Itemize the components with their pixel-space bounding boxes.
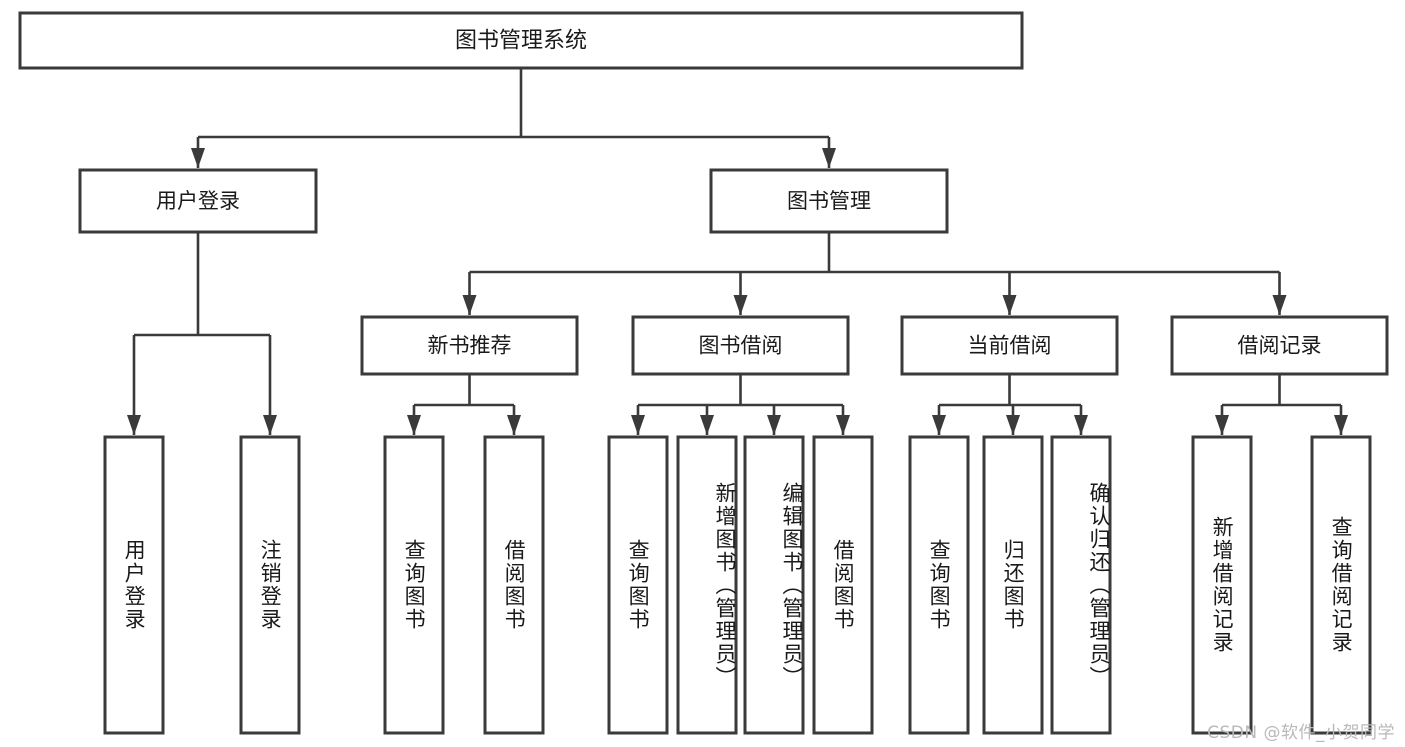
node-book-manage-box[interactable] [709, 168, 949, 234]
arrow-leaf-add-record [1215, 415, 1229, 435]
node-user-login-box[interactable] [78, 168, 318, 234]
arrow-leaf-borrow-book-bor [836, 415, 850, 435]
arrow-leaf-user-login [127, 415, 141, 435]
node-leaf-logout-box[interactable] [239, 435, 301, 735]
arrow-book-borrow [733, 295, 748, 315]
node-current-borrow-label: 当前借阅 [968, 334, 1052, 358]
node-leaf-edit-book-box[interactable] [743, 435, 805, 735]
node-leaf-add-book-box[interactable] [676, 435, 738, 735]
node-book-borrow-box[interactable] [631, 315, 850, 376]
node-leaf-user-login-box[interactable] [103, 435, 165, 735]
node-book-manage-label: 图书管理 [787, 189, 871, 213]
node-leaf-borrow-book-bor-box[interactable] [812, 435, 874, 735]
node-user-login-label: 用户登录 [156, 189, 240, 213]
arrow-leaf-borrow-book-rec [507, 415, 521, 435]
arrow-leaf-edit-book [767, 415, 781, 435]
node-box-layer [18, 11, 1389, 735]
node-leaf-return-book-box[interactable] [982, 435, 1044, 735]
arrow-borrow-record [1272, 295, 1287, 315]
watermark-text: CSDN @软件_小贺同学 [1207, 723, 1395, 743]
node-leaf-query-book-cur-box[interactable] [908, 435, 970, 735]
arrow-leaf-query-book-cur [932, 415, 946, 435]
arrow-user-login [191, 148, 205, 168]
arrow-leaf-query-book-bor [631, 415, 645, 435]
arrow-leaf-return-book [1006, 415, 1020, 435]
connector-layer [127, 68, 1348, 435]
node-leaf-query-book-bor-box[interactable] [607, 435, 669, 735]
node-leaf-query-record-box[interactable] [1310, 435, 1372, 735]
arrow-book-manage [822, 148, 836, 168]
node-borrow-record-box[interactable] [1170, 315, 1389, 376]
arrow-leaf-confirm-return [1074, 415, 1088, 435]
arrow-leaf-add-book [700, 415, 714, 435]
arrow-current-borrow [1002, 295, 1017, 315]
node-root-box[interactable] [18, 11, 1024, 70]
node-new-book-rec-box[interactable] [360, 315, 579, 376]
node-book-borrow-label: 图书借阅 [699, 334, 783, 358]
node-current-borrow-box[interactable] [900, 315, 1119, 376]
node-borrow-record-label: 借阅记录 [1238, 334, 1322, 358]
node-root-label: 图书管理系统 [455, 29, 587, 54]
node-leaf-add-record-box[interactable] [1191, 435, 1253, 735]
node-leaf-confirm-return-box[interactable] [1050, 435, 1112, 735]
arrow-leaf-query-book-rec [407, 415, 421, 435]
arrow-new-book-rec [462, 295, 477, 315]
node-new-book-rec-label: 新书推荐 [428, 334, 512, 358]
arrow-leaf-query-record [1334, 415, 1348, 435]
arrow-leaf-logout [263, 415, 277, 435]
node-leaf-query-book-rec-box[interactable] [383, 435, 445, 735]
node-leaf-borrow-book-rec-box[interactable] [483, 435, 545, 735]
